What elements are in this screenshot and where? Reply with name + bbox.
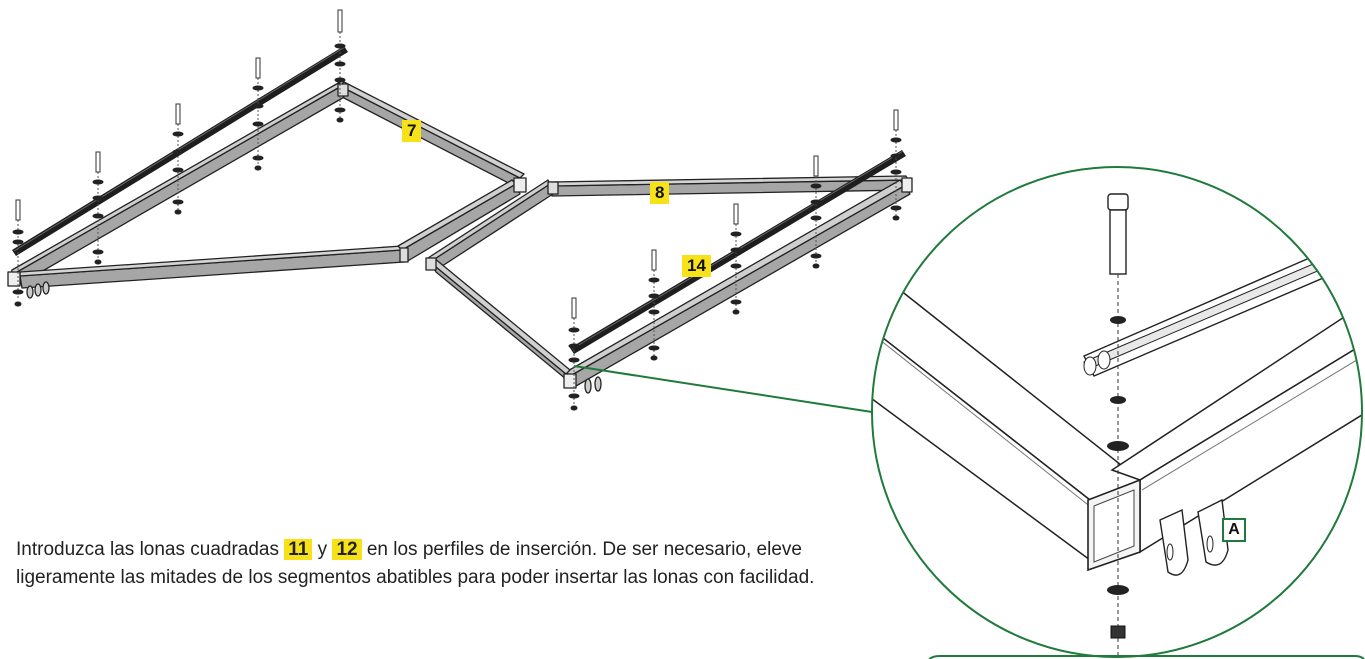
detail-label-a: A	[1222, 518, 1246, 542]
bolt-stack	[568, 297, 580, 411]
instruction-text: Introduzca las lonas cuadradas 11 y 12 e…	[16, 536, 816, 592]
instruction-before: Introduzca las lonas cuadradas	[16, 539, 285, 560]
washer-icon	[1110, 396, 1126, 404]
washer-icon	[1107, 441, 1129, 451]
bolt-stack	[648, 249, 660, 361]
instruction-after: en los perfiles de inserción. De ser nec…	[16, 539, 815, 588]
part-ref-12: 12	[332, 539, 362, 560]
part-label-14: 14	[682, 255, 711, 277]
washer-icon	[1107, 585, 1129, 595]
bolt-stack	[730, 203, 742, 315]
bolt-stack	[172, 103, 184, 215]
part-label-7: 7	[402, 120, 422, 142]
washer-icon	[1110, 316, 1126, 324]
detail-magnifier	[872, 167, 1362, 657]
bolt-stack	[252, 57, 264, 171]
bolt-stack	[890, 109, 902, 221]
bolt-stack	[810, 155, 822, 269]
instruction-middle: y	[312, 539, 333, 560]
left-frame	[7, 81, 527, 299]
nut-icon	[1110, 625, 1126, 639]
bolt-stacks	[12, 9, 902, 411]
detail-box-edge	[927, 655, 1365, 659]
part-ref-11: 11	[284, 539, 313, 560]
part-label-8: 8	[650, 182, 670, 204]
detail-leader-line	[573, 365, 873, 413]
bolt-stack	[12, 199, 24, 307]
bolt-stack	[334, 9, 346, 123]
right-frame	[425, 175, 913, 394]
bolt-stack	[92, 151, 104, 265]
